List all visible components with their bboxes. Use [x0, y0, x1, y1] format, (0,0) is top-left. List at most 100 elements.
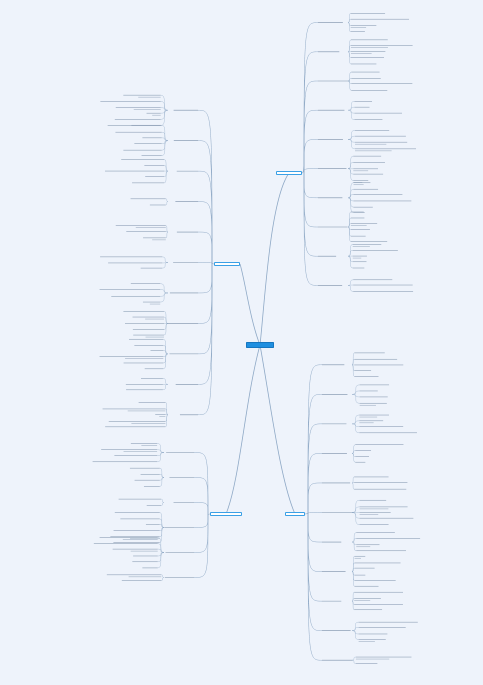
- connector-line: [307, 453, 323, 515]
- connector-line: [165, 231, 169, 239]
- connector-line: [193, 477, 209, 515]
- connector-line: [197, 231, 213, 265]
- connector-line: [347, 101, 355, 111]
- connector-line: [159, 467, 165, 478]
- connector-line: [303, 51, 319, 174]
- connector-line: [351, 423, 360, 433]
- connector-line: [157, 449, 165, 453]
- connector-line: [157, 452, 165, 462]
- connector-line: [303, 139, 319, 174]
- connector-line: [161, 574, 165, 578]
- branch-bottom-right[interactable]: [285, 512, 305, 516]
- connector-line: [161, 140, 169, 156]
- connector-line: [163, 323, 169, 336]
- connector-line: [307, 364, 323, 515]
- connector-line: [351, 414, 360, 425]
- connector-line: [351, 364, 355, 377]
- connector-line: [303, 168, 319, 174]
- connector-line: [307, 513, 323, 661]
- connector-line: [162, 256, 169, 263]
- connector-line: [193, 513, 209, 553]
- connector-line: [347, 162, 354, 169]
- connector-line: [161, 140, 169, 144]
- connector-line: [351, 656, 356, 661]
- connector-line: [303, 172, 319, 228]
- connector-line: [157, 452, 165, 456]
- connector-line: [347, 45, 351, 52]
- connector-line: [162, 262, 169, 269]
- connector-line: [162, 378, 169, 385]
- connector-line: [351, 571, 355, 587]
- connector-line: [347, 226, 352, 242]
- connector-line: [351, 600, 355, 610]
- connector-line: [307, 513, 323, 602]
- connector-line: [347, 244, 353, 257]
- connector-line: [193, 513, 209, 578]
- connector-line: [347, 256, 353, 269]
- branch-top-right[interactable]: [276, 171, 302, 175]
- connector-line: [347, 71, 352, 82]
- connector-line: [197, 109, 213, 265]
- connector-line: [161, 577, 165, 581]
- connector-line: [160, 292, 169, 303]
- connector-line: [347, 130, 356, 140]
- connector-line: [160, 94, 169, 111]
- connector-line: [351, 453, 356, 463]
- connector-line: [303, 172, 319, 257]
- connector-line: [303, 80, 319, 174]
- connector-line: [197, 263, 213, 324]
- connector-line: [225, 344, 261, 515]
- connector-line: [159, 477, 165, 487]
- connector-line: [165, 201, 169, 206]
- connector-line: [157, 537, 165, 553]
- connector-line: [161, 498, 165, 503]
- connector-line: [161, 125, 169, 141]
- connector-line: [351, 482, 355, 490]
- connector-line: [157, 443, 165, 453]
- connector-line: [303, 172, 319, 286]
- connector-line: [351, 394, 360, 398]
- connector-line: [163, 339, 169, 355]
- connector-line: [160, 101, 169, 111]
- connector-line: [347, 51, 352, 65]
- connector-line: [347, 279, 354, 286]
- connector-line: [351, 476, 355, 484]
- connector-line: [347, 139, 356, 150]
- connector-line: [197, 201, 213, 265]
- connector-line: [347, 139, 356, 143]
- connector-line: [351, 592, 355, 602]
- connector-line: [161, 137, 169, 141]
- connector-line: [303, 22, 319, 174]
- branch-bottom-left[interactable]: [210, 512, 242, 516]
- branch-top-left[interactable]: [214, 262, 240, 266]
- connector-line: [239, 263, 261, 346]
- connector-line: [307, 512, 323, 515]
- connector-line: [160, 107, 169, 111]
- connector-line: [160, 283, 169, 294]
- connector-line: [197, 170, 213, 265]
- connector-line: [197, 263, 213, 294]
- connector-line: [159, 512, 165, 528]
- connector-line: [161, 131, 169, 141]
- connector-line: [307, 513, 323, 631]
- connector-line: [307, 513, 323, 572]
- connector-line: [162, 384, 169, 390]
- connector-line: [157, 548, 165, 553]
- connector-line: [161, 502, 165, 506]
- connector-line: [193, 513, 209, 528]
- connector-line: [307, 423, 323, 515]
- connector-line: [351, 541, 357, 551]
- connector-line: [347, 22, 351, 32]
- central-topic[interactable]: [246, 342, 274, 348]
- connector-line: [307, 513, 323, 543]
- connector-line: [351, 630, 359, 640]
- connector-line: [304, 512, 309, 515]
- connector-line: [259, 344, 296, 515]
- connector-line: [163, 353, 169, 370]
- connector-line: [347, 168, 354, 181]
- connector-line: [164, 170, 169, 184]
- connector-line: [165, 414, 169, 428]
- connector-line: [347, 285, 354, 292]
- connector-line: [193, 502, 209, 515]
